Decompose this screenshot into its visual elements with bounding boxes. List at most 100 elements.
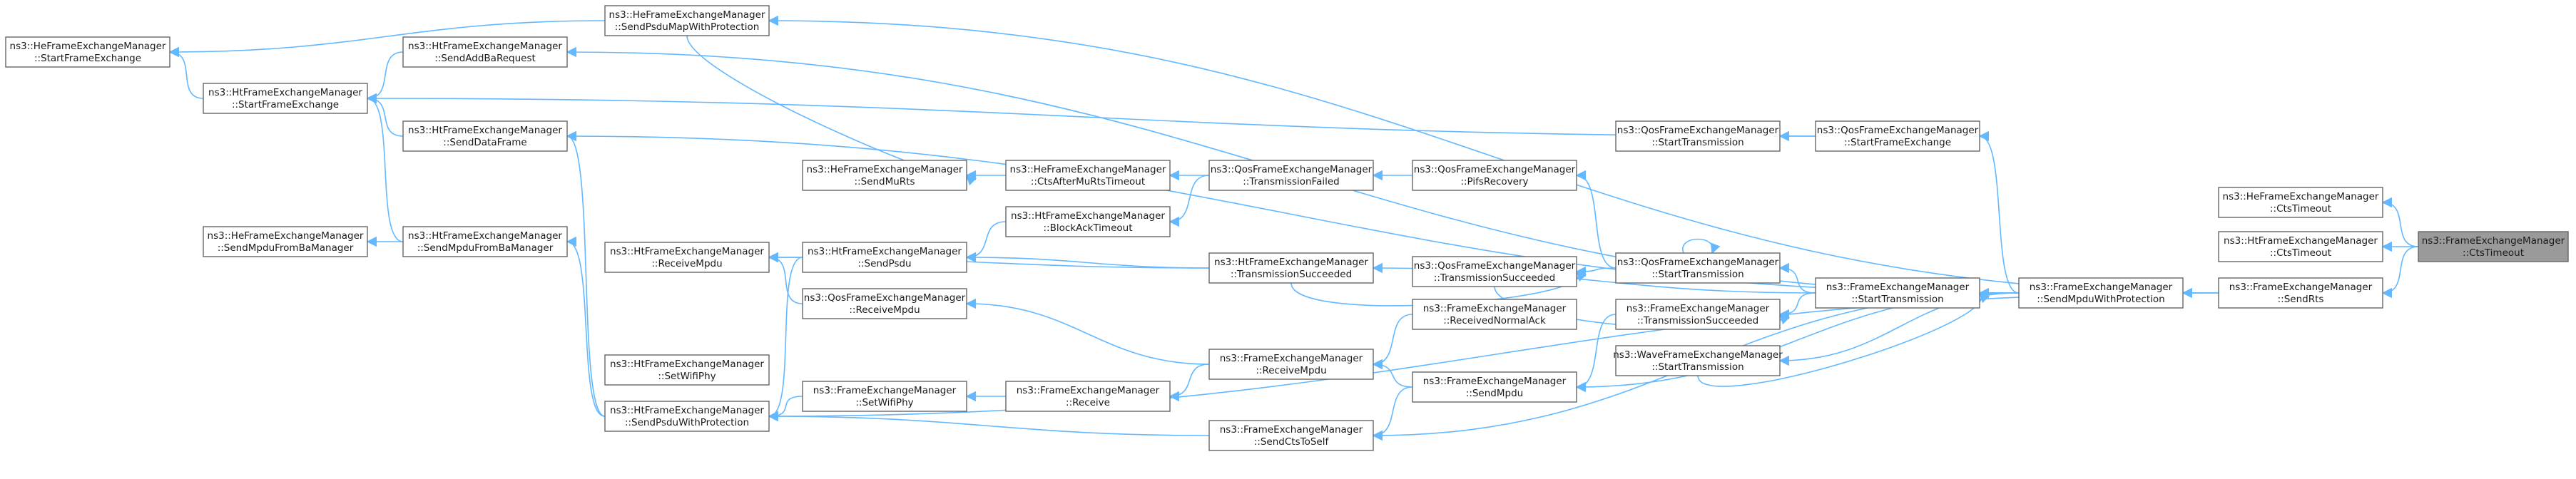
call-edge	[2381, 246, 2419, 299]
node-box	[604, 242, 770, 273]
node-box	[604, 5, 770, 36]
node-box	[1412, 371, 1577, 403]
node-label-line1: ns3::FrameExchangeManager	[1220, 353, 1363, 364]
graph-node[interactable]: ns3::FrameExchangeManager::SetWifiPhy	[802, 381, 967, 412]
node-box	[2418, 231, 2569, 262]
graph-node[interactable]: ns3::QosFrameExchangeManager::ReceiveMpd…	[802, 288, 967, 319]
node-label-line1: ns3::HtFrameExchangeManager	[1214, 257, 1368, 268]
graph-node[interactable]: ns3::FrameExchangeManager::SendMpdu	[1412, 371, 1577, 403]
graph-node[interactable]: ns3::HtFrameExchangeManager::Transmissio…	[1208, 252, 1374, 284]
call-edge	[366, 51, 404, 104]
node-label-line2: ::PifsRecovery	[1460, 176, 1528, 187]
node-box	[1615, 120, 1781, 152]
node-box	[1005, 160, 1171, 191]
graph-node[interactable]: ns3::FrameExchangeManager::Receive	[1005, 381, 1171, 412]
node-box	[203, 83, 368, 114]
node-box	[1815, 120, 1980, 152]
node-label-line1: ns3::QosFrameExchangeManager	[1414, 260, 1576, 272]
node-label-line1: ns3::HtFrameExchangeManager	[408, 41, 562, 52]
node-label-line2: ::ReceiveMpdu	[651, 258, 722, 269]
node-label-line2: ::CtsTimeout	[2270, 203, 2331, 215]
node-label-line1: ns3::WaveFrameExchangeManager	[1613, 349, 1783, 361]
graph-node[interactable]: ns3::FrameExchangeManager::SendMpduWithP…	[2018, 277, 2184, 309]
node-label-line1: ns3::HtFrameExchangeManager	[610, 246, 764, 257]
node-box	[203, 226, 368, 257]
graph-node[interactable]: ns3::QosFrameExchangeManager::PifsRecove…	[1412, 160, 1577, 191]
node-label-line2: ::SendCtsToSelf	[1254, 436, 1330, 448]
node-label-line2: ::SetWifiPhy	[855, 397, 913, 408]
graph-node[interactable]: ns3::QosFrameExchangeManager::StartTrans…	[1615, 120, 1781, 152]
node-label-line1: ns3::QosFrameExchangeManager	[1817, 125, 1979, 136]
call-edge	[566, 130, 606, 417]
node-label-line2: ::ReceiveMpdu	[849, 304, 920, 316]
node-box	[802, 160, 967, 191]
graph-node[interactable]: ns3::HeFrameExchangeManager::CtsTimeout	[2218, 187, 2383, 218]
call-edge	[768, 396, 803, 422]
graph-node[interactable]: ns3::HtFrameExchangeManager::SetWifiPhy	[604, 354, 770, 386]
node-box	[2218, 187, 2383, 218]
graph-node[interactable]: ns3::HtFrameExchangeManager::SendPsdu	[802, 242, 967, 273]
graph-node[interactable]: ns3::HeFrameExchangeManager::SendMpduFro…	[203, 226, 368, 257]
graph-node[interactable]: ns3::FrameExchangeManager::ReceivedNorma…	[1412, 299, 1577, 330]
call-edge	[768, 257, 803, 422]
call-edge	[366, 93, 404, 242]
call-edge	[768, 15, 2219, 294]
graph-node[interactable]: ns3::WaveFrameExchangeManager::StartTran…	[1613, 345, 1783, 376]
call-edge	[168, 46, 204, 99]
node-label-line1: ns3::FrameExchangeManager	[2229, 282, 2373, 293]
node-box	[1005, 381, 1171, 412]
call-edge	[1778, 262, 1816, 294]
node-box	[402, 120, 568, 152]
graph-node[interactable]: ns3::HeFrameExchangeManager::SendMuRts	[802, 160, 967, 191]
node-label-line1: ns3::FrameExchangeManager	[2422, 235, 2565, 247]
graph-node[interactable]: ns3::FrameExchangeManager::TransmissionS…	[1615, 299, 1781, 330]
call-edge	[965, 252, 1210, 269]
graph-node[interactable]: ns3::QosFrameExchangeManager::Transmissi…	[1412, 256, 1577, 287]
node-label-line2: ::TransmissionSucceeded	[1637, 315, 1758, 326]
node-label-line1: ns3::FrameExchangeManager	[1423, 303, 1567, 314]
call-edge	[1778, 292, 1816, 320]
graph-node[interactable]: ns3::HeFrameExchangeManager::CtsAfterMuR…	[1005, 160, 1171, 191]
call-edge	[1575, 170, 1617, 269]
graph-node[interactable]: ns3::QosFrameExchangeManager::Transmissi…	[1208, 160, 1374, 191]
node-label-line2: ::TransmissionSucceeded	[1434, 272, 1555, 284]
graph-node[interactable]: ns3::FrameExchangeManager::SendCtsToSelf	[1208, 420, 1374, 451]
graph-node[interactable]: ns3::HtFrameExchangeManager::SendPsduWit…	[604, 401, 770, 432]
node-label-line2: ::SendMpduWithProtection	[2037, 294, 2164, 305]
call-edge	[1169, 175, 1210, 227]
node-label-line2: ::SendPsduMapWithProtection	[615, 21, 760, 33]
graph-node[interactable]: ns3::HtFrameExchangeManager::CtsTimeout	[2218, 231, 2383, 262]
node-label-line1: ns3::QosFrameExchangeManager	[804, 292, 966, 304]
node-label-line2: ::SetWifiPhy	[658, 371, 716, 382]
node-box	[1615, 252, 1781, 284]
graph-node[interactable]: ns3::FrameExchangeManager::StartTransmis…	[1815, 277, 1980, 309]
call-edge	[1372, 386, 1413, 441]
graph-node[interactable]: ns3::HtFrameExchangeManager::SendMpduFro…	[402, 226, 568, 257]
graph-node[interactable]: ns3::HtFrameExchangeManager::StartFrameE…	[203, 83, 368, 114]
call-edge	[366, 93, 404, 137]
node-label-line1: ns3::QosFrameExchangeManager	[1211, 164, 1373, 175]
node-label-line2: ::StartFrameExchange	[34, 53, 141, 64]
call-edge	[1978, 130, 2020, 294]
call-edge	[1575, 266, 1617, 277]
graph-node[interactable]: ns3::QosFrameExchangeManager::StartTrans…	[1615, 252, 1781, 284]
graph-node[interactable]: ns3::HtFrameExchangeManager::BlockAckTim…	[1005, 206, 1171, 237]
call-edge	[1372, 359, 1413, 388]
node-label-line2: ::SendDataFrame	[443, 137, 526, 148]
graph-node[interactable]: ns3::QosFrameExchangeManager::StartFrame…	[1815, 120, 1980, 152]
graph-node[interactable]: ns3::FrameExchangeManager::ReceiveMpdu	[1208, 349, 1374, 380]
graph-node[interactable]: ns3::HtFrameExchangeManager::ReceiveMpdu	[604, 242, 770, 273]
node-label-line2: ::CtsTimeout	[2270, 247, 2331, 259]
node-box	[2018, 277, 2184, 309]
node-label-line2: ::StartTransmission	[1651, 361, 1743, 373]
node-label-line1: ns3::HtFrameExchangeManager	[610, 405, 764, 416]
node-box	[402, 226, 568, 257]
graph-node[interactable]: ns3::HeFrameExchangeManager::StartFrameE…	[5, 36, 170, 68]
graph-node[interactable]: ns3::FrameExchangeManager::SendRts	[2218, 277, 2383, 309]
call-edge	[965, 221, 1007, 263]
graph-node[interactable]: ns3::HeFrameExchangeManager::SendPsduMap…	[604, 5, 770, 36]
graph-node[interactable]: ns3::HtFrameExchangeManager::SendDataFra…	[402, 120, 568, 152]
graph-node[interactable]: ns3::HtFrameExchangeManager::SendAddBaRe…	[402, 36, 568, 68]
node-box	[802, 381, 967, 412]
node-label-line1: ns3::QosFrameExchangeManager	[1617, 257, 1779, 268]
